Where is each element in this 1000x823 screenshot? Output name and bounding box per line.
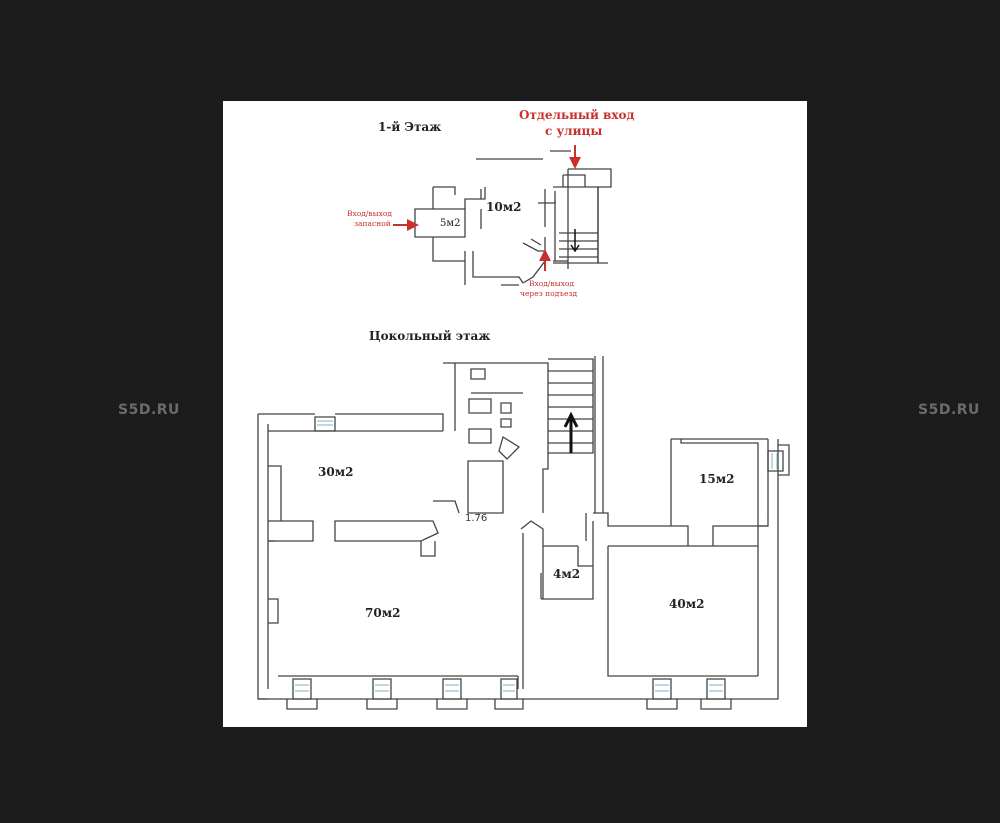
room-30m2-label: 30м2 (318, 465, 354, 479)
emergency-exit-label-line-2: запасной (354, 219, 391, 228)
porch-entrance-label-line-1: Вход/выход (529, 279, 574, 288)
room-40m2-label: 40м2 (669, 597, 705, 611)
room-4m2-label: 4м2 (553, 567, 581, 581)
room-5m2-label: 5м2 (440, 218, 461, 229)
window-glazing (295, 420, 778, 692)
windows (286, 416, 790, 710)
room-15m2-label: 15м2 (699, 472, 735, 486)
first-floor-walls (414, 150, 612, 286)
room-10m2-label: 10м2 (486, 200, 522, 214)
basement-title: Цокольный этаж (369, 329, 491, 343)
watermark-left: S5D.RU (118, 402, 180, 418)
bathroom-fixtures (468, 368, 523, 460)
first-floor-title: 1-й Этаж (378, 120, 442, 134)
stair-up-arrow-icon (563, 411, 579, 453)
separate-entrance-label-line-1: Отдельный вход (519, 108, 635, 122)
separate-entrance-label-line-2: с улицы (545, 124, 603, 138)
room-70m2-label: 70м2 (365, 606, 401, 620)
entrance-arrows (393, 145, 581, 453)
emergency-exit-label-line-1: Вход/выход (347, 209, 392, 218)
floor-plan: 1-й Этаж Отдельный вход с улицы Вход/вых… (223, 101, 807, 727)
basement-walls (257, 356, 779, 700)
first-floor-stair (553, 174, 599, 264)
dimension-label: 1.76 (465, 513, 488, 524)
porch-entrance-label-line-2: через подъезд (520, 289, 578, 298)
watermark-right: S5D.RU (918, 402, 980, 418)
floor-plan-drawing (257, 145, 790, 710)
stair-down-arrow-icon (570, 229, 580, 253)
